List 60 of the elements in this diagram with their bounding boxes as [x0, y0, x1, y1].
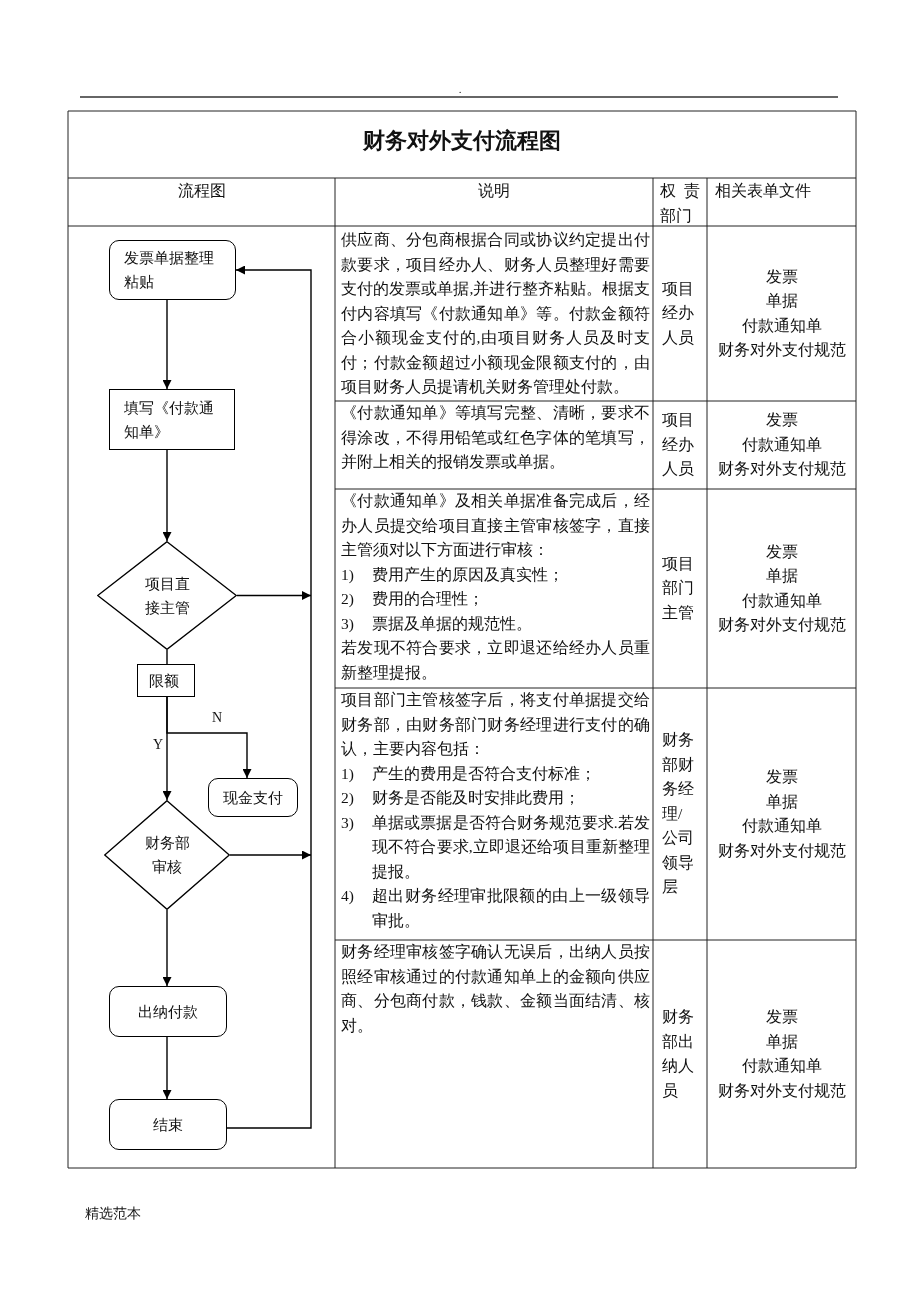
- process-box: 现金支付: [208, 778, 298, 817]
- decision-diamond: 项目直接主管: [97, 541, 237, 650]
- arrow: [162, 299, 172, 390]
- department-label: 财务部出纳人员: [662, 1007, 695, 1101]
- document-name: 付款通知单: [741, 590, 822, 611]
- document-name: 单据: [765, 566, 798, 586]
- department-label: 项目经办人员: [662, 278, 695, 348]
- document-name: 单据: [765, 791, 798, 812]
- column-header: 权责部门: [660, 181, 700, 226]
- document-name: 付款通知单: [741, 816, 822, 836]
- document-name: 付款通知单: [741, 434, 822, 455]
- table-title: 财务对外支付流程图: [363, 127, 561, 155]
- arrow: [166, 696, 252, 779]
- numbered-item: 4) 超出财务经理审批限额的由上一级领导审批。: [341, 886, 650, 931]
- condition-box: 限额: [137, 664, 195, 697]
- arrow: [229, 850, 312, 860]
- arrow: [162, 449, 172, 542]
- column-header: 流程图: [177, 181, 226, 201]
- document-name: 财务对外支付规范: [717, 840, 846, 861]
- header-mark: .: [458, 82, 462, 96]
- numbered-item: 1) 产生的费用是否符合支付标准；: [341, 763, 597, 784]
- document-name: 发票: [765, 541, 798, 562]
- process-box: 填写《付款通知单》: [109, 389, 235, 450]
- numbered-item: 3) 票据及单据的规范性。: [341, 613, 533, 634]
- description-text: 《付款通知单》及相关单据准备完成后，经办人员提交给项目直接主管审核签字，直接主管须对以下方面进行审核：: [341, 491, 650, 560]
- document-name: 财务对外支付规范: [717, 1080, 846, 1101]
- document-name: 财务对外支付规范: [717, 459, 846, 480]
- document-name: 发票: [765, 1007, 798, 1027]
- document-name: 单据: [765, 291, 798, 311]
- description-text: 若发现不符合要求，立即退还给经办人员重新整理提报。: [341, 638, 650, 683]
- description-text: 财务经理审核签字确认无误后，出纳人员按照经审核通过的付款通知单上的金额向供应商、分包商付款，钱款、金额当面结清、核对。: [341, 942, 650, 1036]
- document-name: 发票: [765, 266, 798, 287]
- document-name: 财务对外支付规范: [717, 340, 846, 360]
- process-box: 出纳付款: [109, 986, 227, 1037]
- department-label: 项目部门主管: [662, 553, 695, 623]
- process-box: 发票单据整理粘贴: [109, 240, 236, 300]
- arrow: [162, 1036, 172, 1100]
- column-header: 相关表单文件: [715, 181, 811, 201]
- document-name: 单据: [765, 1031, 798, 1052]
- document-name: 发票: [765, 767, 798, 787]
- return-arrow: [226, 265, 312, 1129]
- department-label: 项目经办人员: [662, 410, 695, 480]
- numbered-item: 2) 财务是否能及时安排此费用；: [341, 788, 581, 808]
- footer-text: 精选范本: [85, 1205, 141, 1223]
- connector-line: [166, 649, 168, 665]
- document-name: 财务对外支付规范: [717, 615, 846, 635]
- numbered-item: 1) 费用产生的原因及真实性；: [341, 564, 565, 585]
- end-box: 结束: [109, 1099, 227, 1150]
- document-name: 付款通知单: [741, 1056, 822, 1076]
- arrow: [162, 909, 172, 987]
- department-label: 财务部财务经理/公司领导层: [662, 730, 695, 898]
- document-name: 付款通知单: [741, 315, 822, 336]
- document-name: 发票: [765, 410, 798, 431]
- description-text: 项目部门主管核签字后，将支付单据提交给财务部，由财务部门财务经理进行支付的确认，主要内容包括：: [341, 690, 650, 759]
- numbered-item: 3) 单据或票据是否符合财务规范要求.若发现不符合要求,立即退还给项目重新整理提报。: [341, 812, 650, 882]
- numbered-item: 2) 费用的合理性；: [341, 589, 485, 609]
- arrow: [236, 591, 312, 600]
- description-text: 《付款通知单》等填写完整、清晰，要求不得涂改，不得用铅笔或红色字体的笔填写，并附上相关的报销发票或单据。: [341, 403, 650, 472]
- description-text: 供应商、分包商根据合同或协议约定提出付款要求，项目经办人、财务人员整理好需要支付的发票或单据,并进行整齐粘贴。根据支付内容填写《付款通知单》等。付款金额符合小额现金支付的,由项目财务人员及时支付；付款金额超过小额现金限额支付的，由项目财务人员提请机关财务管理处付款。: [341, 230, 650, 397]
- column-header: 说明: [478, 181, 510, 201]
